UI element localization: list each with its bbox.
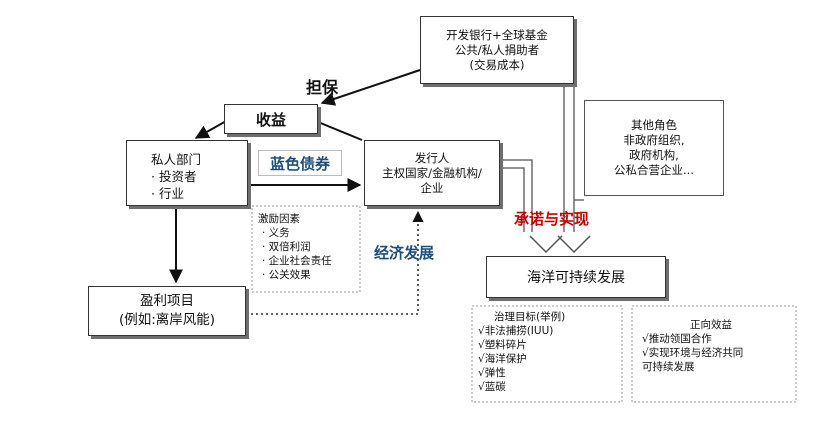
private-item-industry: · 行业 <box>151 186 184 201</box>
revenue-to-issuer-line <box>317 121 363 141</box>
ocean-label: 海洋可持续发展 <box>527 270 625 286</box>
other-roles-line4: 公私合营企业... <box>614 163 694 177</box>
private-item-investors: · 投资者 <box>151 169 197 184</box>
other-roles-line2: 非政府组织, <box>623 133 685 147</box>
governance-border <box>471 305 623 403</box>
economic-dev-label: 经济发展 <box>374 244 435 262</box>
issuer-line3: 企业 <box>420 180 444 195</box>
positive-title: 正向效益 <box>690 319 732 331</box>
other-roles-line3: 政府机构, <box>629 148 679 162</box>
dev-bank-line1: 开发银行+全球基金 <box>446 27 548 42</box>
governance-item: √蓝碳 <box>478 381 506 393</box>
governance-title: 治理目标(举例) <box>494 311 566 323</box>
governance-list: 治理目标(举例) √非法捕捞(IUU) √塑料碎片 √海洋保护 √弹性 √蓝碳 <box>478 310 565 394</box>
positive-item: 可持续发展 <box>642 361 695 373</box>
guarantee-arrow <box>320 69 421 106</box>
positive-item: √实现环境与经济共同 <box>642 347 744 359</box>
governance-item: √弹性 <box>478 367 506 379</box>
private-sector-box: 私人部门 · 投资者 · 行业 <box>126 140 248 206</box>
guarantee-label: 担保 <box>306 78 339 97</box>
economic-dev-dotted <box>246 210 424 315</box>
revenue-to-private-arrow <box>194 119 229 139</box>
blue-bond-label: 蓝色债券 <box>269 154 330 173</box>
issuer-line2: 主权国家/金融机构/ <box>382 165 482 180</box>
private-title: 私人部门 <box>151 152 202 167</box>
governance-item: √塑料碎片 <box>478 339 527 351</box>
incentive-item: · 义务 <box>262 227 290 239</box>
revenue-label: 收益 <box>255 110 286 129</box>
revenue-box: 收益 <box>224 104 318 134</box>
dev-bank-line3: (交易成本) <box>469 57 525 72</box>
incentives-list: 激励因素 · 义务 · 双倍利润 · 企业社会责任 · 公关效果 <box>258 212 332 282</box>
commitment-label: 承诺与实现 <box>514 210 590 228</box>
positive-list: 正向效益 √推动领国合作 √实现环境与经济共同 可持续发展 <box>642 318 743 374</box>
blue-bond-label-box: 蓝色债券 <box>258 150 342 176</box>
hollow-arrow-right <box>557 235 591 254</box>
positive-item: √推动领国合作 <box>642 333 712 345</box>
governance-item: √非法捕捞(IUU) <box>478 325 554 337</box>
issuer-line1: 发行人 <box>414 150 450 165</box>
governance-item: √海洋保护 <box>478 353 527 365</box>
positive-border <box>631 305 797 403</box>
profit-project-line1: 盈利项目 <box>140 293 194 309</box>
other-roles-line1: 其他角色 <box>631 118 677 132</box>
hollow-arrow-left <box>529 235 563 254</box>
profit-project-line2: (例如:离岸风能) <box>118 312 216 328</box>
incentive-item: · 双倍利润 <box>262 241 311 253</box>
incentives-title: 激励因素 <box>258 213 300 225</box>
incentives-border <box>251 205 361 293</box>
other-roles-box: 其他角色 非政府组织, 政府机构, 公私合营企业... <box>584 100 724 196</box>
incentive-item: · 公关效果 <box>262 269 311 281</box>
issuer-box: 发行人 主权国家/金融机构/ 企业 <box>364 140 500 206</box>
dev-bank-line2: 公共/私人捐助者 <box>454 42 540 57</box>
dev-bank-box: 开发银行+全球基金 公共/私人捐助者 (交易成本) <box>420 16 574 84</box>
profit-project-box: 盈利项目 (例如:离岸风能) <box>88 286 246 336</box>
ocean-box: 海洋可持续发展 <box>486 256 666 298</box>
incentive-item: · 企业社会责任 <box>262 255 332 267</box>
